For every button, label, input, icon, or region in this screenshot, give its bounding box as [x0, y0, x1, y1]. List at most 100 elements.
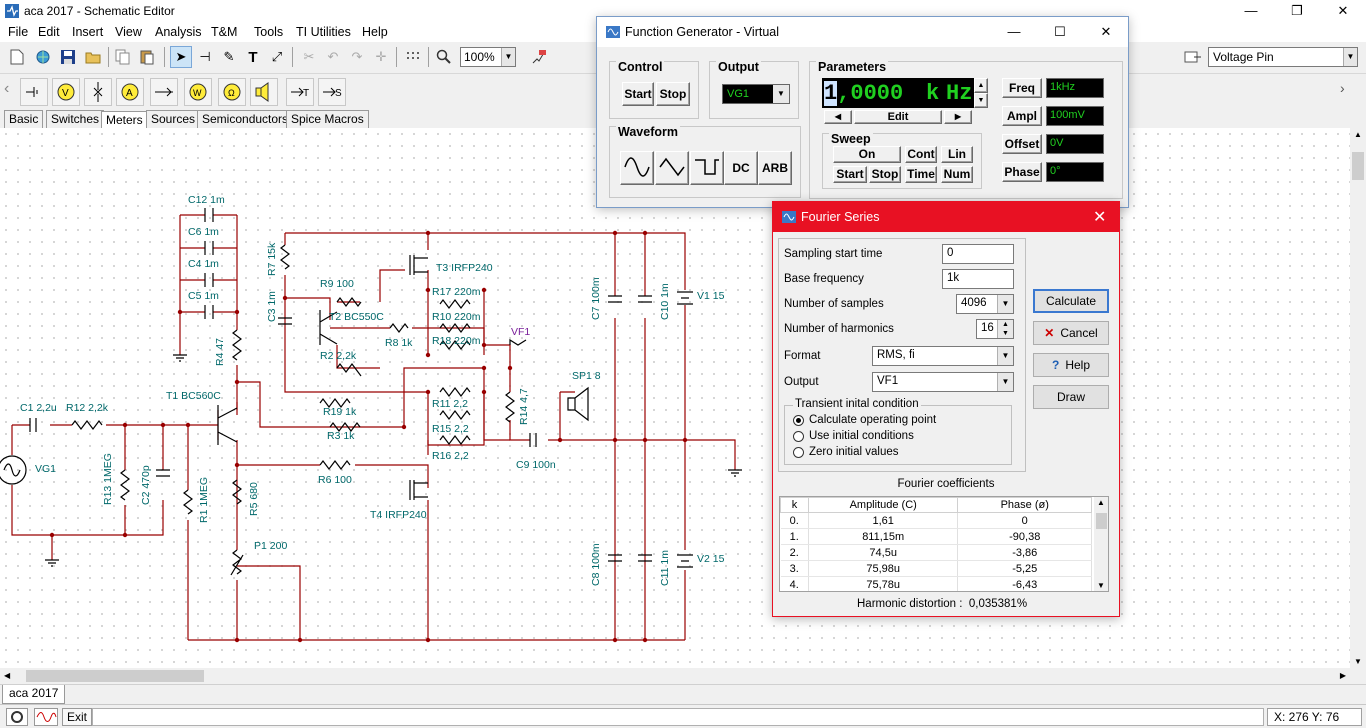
undo-icon[interactable]: ↶: [327, 49, 339, 64]
pin-icon[interactable]: ✛: [375, 49, 387, 64]
wattmeter-icon[interactable]: W: [184, 78, 212, 106]
sweep-stop-button[interactable]: Stop: [869, 166, 901, 183]
tab-semiconductors[interactable]: Semiconductors: [197, 110, 294, 128]
ampl-button[interactable]: Ampl: [1002, 106, 1042, 126]
cursor-right-icon[interactable]: ▶: [944, 110, 972, 124]
samples-select[interactable]: 4096▼: [956, 294, 1014, 314]
sampling-start-input[interactable]: 0: [942, 244, 1014, 264]
text-tool-icon[interactable]: T: [248, 48, 258, 66]
sine-wave-button[interactable]: [620, 151, 654, 185]
maximize-button[interactable]: ❐: [1291, 3, 1303, 18]
open-folder-icon[interactable]: [82, 46, 104, 68]
fourier-close-button[interactable]: ✕: [1093, 209, 1107, 226]
dc-button[interactable]: DC: [724, 151, 758, 185]
scroll-up-icon[interactable]: ▲: [1354, 130, 1362, 139]
sweep-on-button[interactable]: On: [833, 146, 901, 163]
tab-sources[interactable]: Sources: [146, 110, 201, 128]
tab-switches[interactable]: Switches: [46, 110, 105, 128]
test-point-icon[interactable]: T: [286, 78, 314, 106]
schematic-canvas[interactable]: [0, 128, 1350, 668]
paste-icon[interactable]: [136, 46, 158, 68]
table-scrollbar[interactable]: ▲ ▼: [1094, 497, 1108, 591]
sheet-tab[interactable]: aca 2017: [2, 685, 66, 704]
voltage-arrow-icon[interactable]: [150, 78, 178, 106]
menu-analysis[interactable]: Analysis: [155, 25, 202, 39]
pencil-icon[interactable]: ✎: [223, 49, 235, 64]
scroll-up-icon[interactable]: ▲: [1097, 498, 1105, 507]
help-button[interactable]: ?Help: [1033, 353, 1109, 377]
menu-tm[interactable]: T&M: [211, 25, 238, 39]
ohmmeter-icon[interactable]: Ω: [218, 78, 246, 106]
radio-use-initial[interactable]: Use initial conditions: [793, 430, 914, 442]
menu-help[interactable]: Help: [362, 25, 388, 39]
ground-symbol-icon[interactable]: [20, 78, 48, 106]
menu-edit[interactable]: Edit: [38, 25, 60, 39]
redo-icon[interactable]: ↷: [351, 49, 363, 64]
scope-icon[interactable]: [34, 708, 58, 726]
table-row[interactable]: 1.811,15m-90,38: [780, 528, 1092, 545]
save-icon[interactable]: [57, 46, 79, 68]
square-wave-button[interactable]: [690, 151, 724, 185]
minimize-button[interactable]: —: [1244, 3, 1258, 18]
sweep-cont-button[interactable]: Cont: [905, 146, 937, 163]
output-select[interactable]: VF1▼: [872, 372, 1014, 392]
phase-button[interactable]: Phase: [1002, 162, 1042, 182]
base-frequency-input[interactable]: 1k: [942, 269, 1014, 289]
format-select[interactable]: RMS, fi▼: [872, 346, 1014, 366]
scroll-down-icon[interactable]: ▼: [1354, 657, 1362, 666]
edit-button[interactable]: Edit: [854, 110, 942, 124]
triangle-wave-button[interactable]: [655, 151, 689, 185]
fg-stop-button[interactable]: Stop: [656, 82, 690, 106]
new-file-icon[interactable]: [6, 46, 28, 68]
probe-icon[interactable]: [528, 46, 550, 68]
delete-wire-icon[interactable]: ⤢: [271, 49, 283, 64]
arb-button[interactable]: ARB: [758, 151, 792, 185]
sweep-num-button[interactable]: Num: [941, 166, 973, 183]
fg-close-button[interactable]: ✕: [1100, 24, 1112, 39]
freq-button[interactable]: Freq: [1002, 78, 1042, 98]
radio-calculate-op[interactable]: Calculate operating point: [793, 414, 936, 426]
tab-meters[interactable]: Meters: [101, 111, 148, 129]
sweep-start-button[interactable]: Start: [833, 166, 867, 183]
sweep-lin-button[interactable]: Lin: [941, 146, 973, 163]
output-select[interactable]: VG1 ▼: [722, 84, 790, 104]
select-pointer-icon[interactable]: ➤: [170, 46, 192, 68]
speaker-icon[interactable]: [250, 78, 278, 106]
open-web-icon[interactable]: [32, 46, 54, 68]
draw-button[interactable]: Draw: [1033, 385, 1109, 409]
harmonics-stepper[interactable]: 16▲▼: [976, 319, 1014, 339]
fg-maximize-button[interactable]: ☐: [1054, 24, 1066, 39]
value-down-icon[interactable]: ▼: [974, 93, 988, 108]
settings-icon[interactable]: [6, 708, 28, 726]
scope-probe-icon[interactable]: S: [318, 78, 346, 106]
copy-icon[interactable]: [112, 46, 134, 68]
menu-tools[interactable]: Tools: [254, 25, 284, 39]
menu-view[interactable]: View: [115, 25, 142, 39]
ammeter-icon[interactable]: A: [116, 78, 144, 106]
open-circuit-icon[interactable]: [84, 78, 112, 106]
scroll-down-icon[interactable]: ▼: [1097, 581, 1105, 590]
exit-button[interactable]: Exit: [62, 708, 93, 726]
pin-type-select[interactable]: Voltage Pin▼: [1208, 47, 1358, 67]
tab-spice-macros[interactable]: Spice Macros: [286, 110, 369, 128]
radio-zero-initial[interactable]: Zero initial values: [793, 446, 898, 458]
vertical-scrollbar[interactable]: ▲ ▼: [1350, 128, 1366, 668]
scroll-right-icon[interactable]: ▶: [1339, 671, 1346, 680]
pin-tool-icon[interactable]: [1182, 46, 1204, 68]
menu-ti-utilities[interactable]: TI Utilities: [296, 25, 351, 39]
zoom-select[interactable]: 100%▼: [460, 47, 516, 67]
tab-basic[interactable]: Basic: [4, 110, 44, 128]
fg-start-button[interactable]: Start: [622, 82, 654, 106]
scroll-right-icon[interactable]: ›: [1340, 80, 1345, 96]
offset-button[interactable]: Offset: [1002, 134, 1042, 154]
wire-tool-icon[interactable]: ⊣: [199, 49, 211, 64]
cut-icon[interactable]: ✂: [303, 49, 315, 64]
value-up-icon[interactable]: ▲: [974, 78, 988, 93]
scroll-left-icon[interactable]: ◀: [4, 671, 11, 680]
menu-insert[interactable]: Insert: [72, 25, 104, 39]
table-row[interactable]: 2.74,5u-3,86: [780, 544, 1092, 561]
grid-icon[interactable]: [402, 46, 424, 68]
fg-minimize-button[interactable]: —: [1007, 24, 1021, 39]
cursor-left-icon[interactable]: ◀: [824, 110, 852, 124]
cancel-button[interactable]: ✕Cancel: [1033, 321, 1109, 345]
